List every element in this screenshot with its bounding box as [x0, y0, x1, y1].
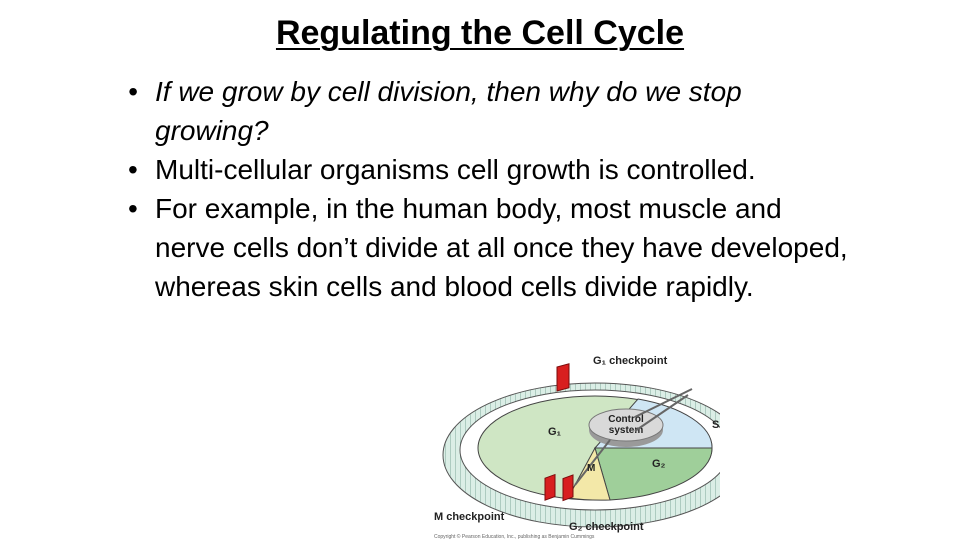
slide-title-text: Regulating the Cell Cycle — [275, 14, 685, 52]
bullet-dot: • — [128, 193, 138, 224]
m-checkpoint-label: M checkpoint — [434, 511, 505, 523]
g2-checkpoint-label: G₂ checkpoint — [569, 521, 644, 533]
bullet-dot: • — [128, 76, 138, 107]
bullet-text: If we grow by cell division, then why do… — [155, 76, 742, 146]
m-checkpoint-block — [544, 473, 556, 501]
m-label: M — [587, 463, 595, 474]
bullet-text: Multi-cellular organisms cell growth is … — [155, 154, 756, 185]
control-arrow-g1 — [634, 388, 693, 418]
control-arrow-m — [574, 439, 611, 486]
control-arrow-g2 — [634, 394, 689, 432]
bullet-text: For example, in the human body, most mus… — [155, 193, 848, 302]
copyright-text: Copyright © Pearson Education, Inc., pub… — [434, 533, 595, 540]
cycle-disc — [477, 395, 713, 501]
g2-label: G₂ — [652, 458, 666, 470]
g2-sector — [594, 447, 713, 501]
g1-checkpoint-block — [556, 363, 570, 392]
bullet-item: • Multi-cellular organisms cell growth i… — [128, 150, 848, 189]
g1-label: G₁ — [548, 426, 562, 438]
g1-checkpoint-label: G₁ checkpoint — [593, 355, 668, 367]
bullet-list: • If we grow by cell division, then why … — [128, 72, 848, 306]
s-label: S — [712, 419, 719, 431]
slide-title: Regulating the Cell Cycle — [0, 14, 960, 53]
control-system-disc — [588, 408, 664, 442]
cell-cycle-diagram: Control system G₁ S G₂ M G₁ checkpoint M… — [434, 355, 720, 540]
bullet-item: • If we grow by cell division, then why … — [128, 72, 848, 150]
bullet-item: • For example, in the human body, most m… — [128, 189, 848, 306]
control-label-1: Control — [608, 414, 644, 425]
g2-checkpoint-block — [562, 474, 574, 502]
control-label-2: system — [609, 425, 644, 436]
bullet-dot: • — [128, 154, 138, 185]
